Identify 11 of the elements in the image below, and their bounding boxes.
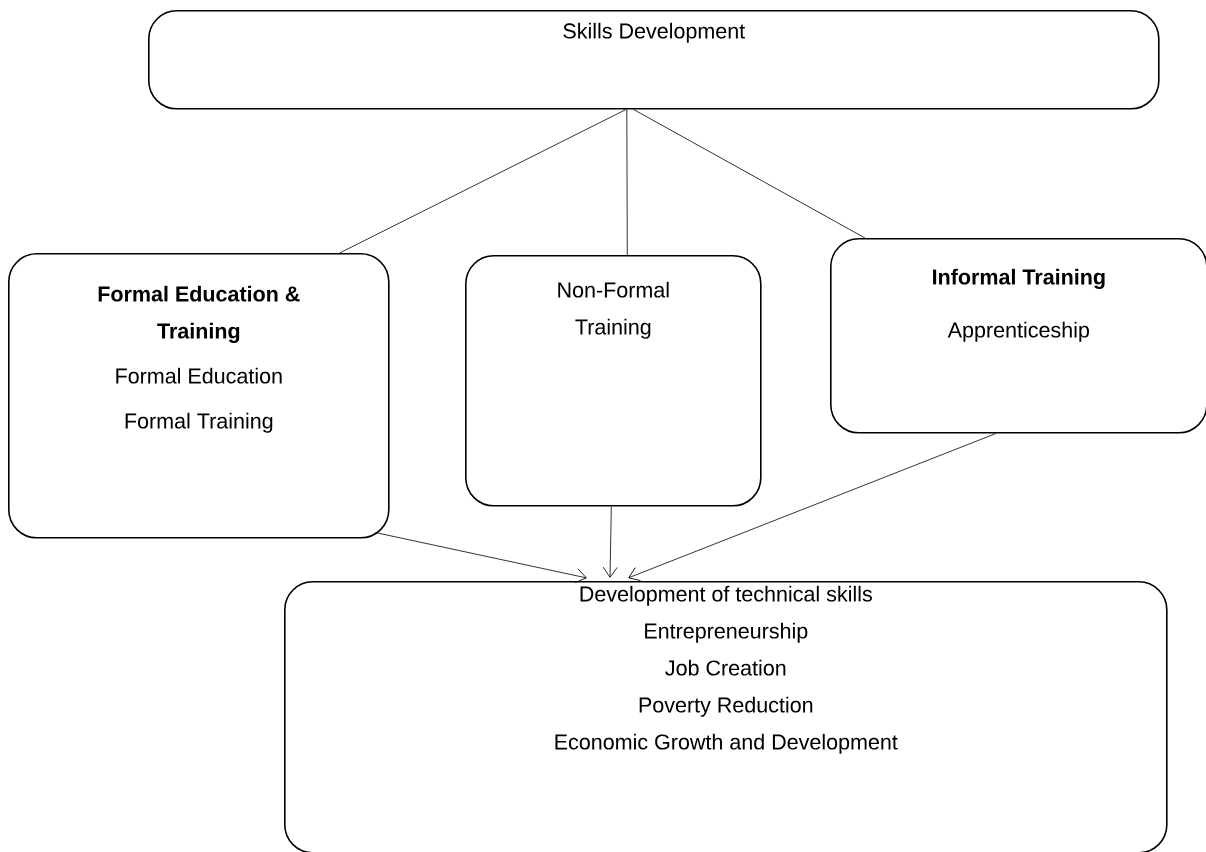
process-box: Development of technical skills Entrepreneurship Job Creation Poverty Reduction Economic Growth and Development (284, 581, 1168, 852)
process-box: Informal Training Apprenticeship (830, 238, 1206, 434)
arrow (375, 532, 587, 583)
connector-line (633, 109, 866, 239)
arrow (628, 433, 996, 581)
connector-line (339, 109, 627, 254)
connector-line (626, 109, 628, 256)
arrow (602, 506, 618, 578)
process-box: Formal Education & Training Formal Education Formal Training (8, 253, 390, 539)
process-box: Non-Formal Training (465, 255, 762, 507)
process-box: Skills Development (148, 10, 1160, 110)
